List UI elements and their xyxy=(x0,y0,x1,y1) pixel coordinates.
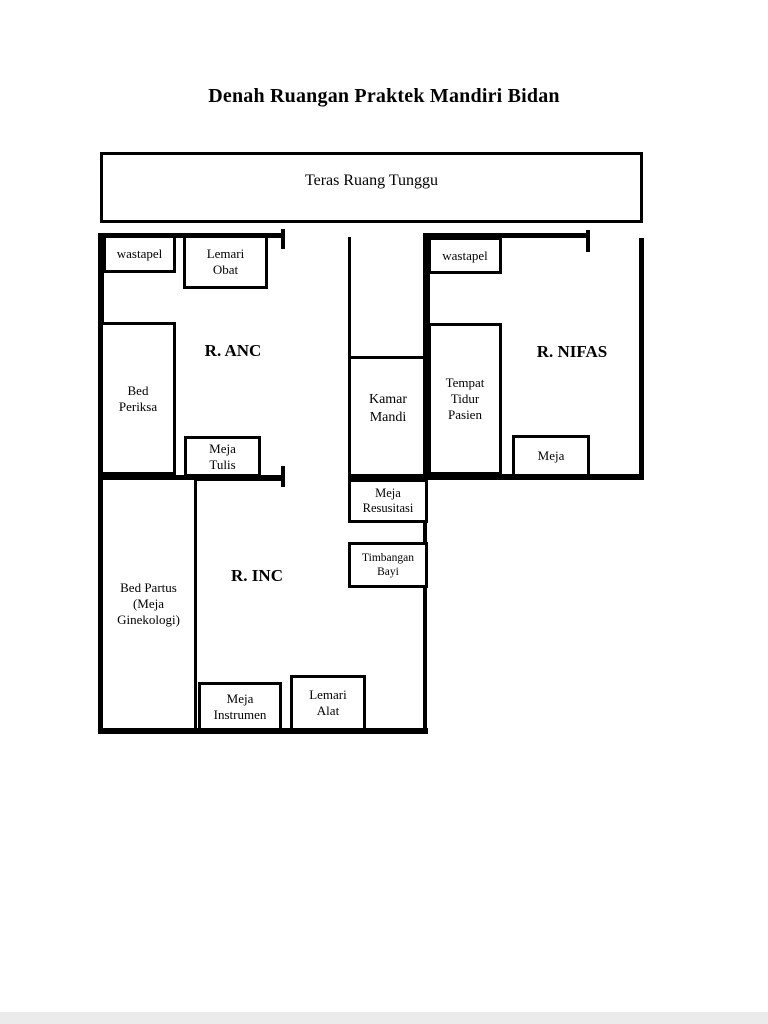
wall-nifas-top xyxy=(423,233,590,238)
room-label-kamar-mandi: Kamar Mandi xyxy=(368,391,408,425)
wall-nifas-bottom xyxy=(423,474,644,480)
wall-nifas-left xyxy=(423,233,430,477)
inc-meja-resusitasi-box: Meja Resusitasi xyxy=(348,479,428,523)
door-marker-inc-top xyxy=(281,466,285,487)
room-label-anc: R. ANC xyxy=(204,341,262,360)
inc-bed-partus-box: Bed Partus (Meja Ginekologi) xyxy=(100,477,197,731)
inc-meja-instrumen-box: Meja Instrumen xyxy=(198,682,282,731)
inc-timbangan-bayi-box: Timbangan Bayi xyxy=(348,542,428,588)
nifas-tempat-tidur-pasien-box: Tempat Tidur Pasien xyxy=(428,323,502,475)
anc-bed-periksa-box: Bed Periksa xyxy=(100,322,176,475)
inc-lemari-alat-box: Lemari Alat xyxy=(290,675,366,731)
door-marker-nifas-top xyxy=(586,230,590,252)
page-bottom-edge xyxy=(0,1012,768,1024)
anc-lemari-obat-box: Lemari Obat xyxy=(183,235,268,289)
anc-meja-tulis-box: Meja Tulis xyxy=(184,436,261,477)
teras-ruang-tunggu-box: Teras Ruang Tunggu xyxy=(100,152,643,223)
wall-kamar-mandi-top xyxy=(348,356,430,359)
page-title: Denah Ruangan Praktek Mandiri Bidan xyxy=(208,85,560,107)
wall-inc-right xyxy=(423,477,427,734)
teras-ruang-tunggu-label: Teras Ruang Tunggu xyxy=(304,172,439,189)
nifas-wastapel-box: wastapel xyxy=(428,237,502,274)
room-label-nifas: R. NIFAS xyxy=(536,342,608,361)
wall-kamar-mandi-bottom xyxy=(348,474,430,480)
anc-wastapel-box: wastapel xyxy=(103,235,176,273)
nifas-meja-box: Meja xyxy=(512,435,590,477)
room-label-inc: R. INC xyxy=(231,566,283,585)
wall-outer-right xyxy=(639,238,644,477)
wall-inc-bottom xyxy=(98,728,428,734)
door-marker-anc-top xyxy=(281,229,285,249)
